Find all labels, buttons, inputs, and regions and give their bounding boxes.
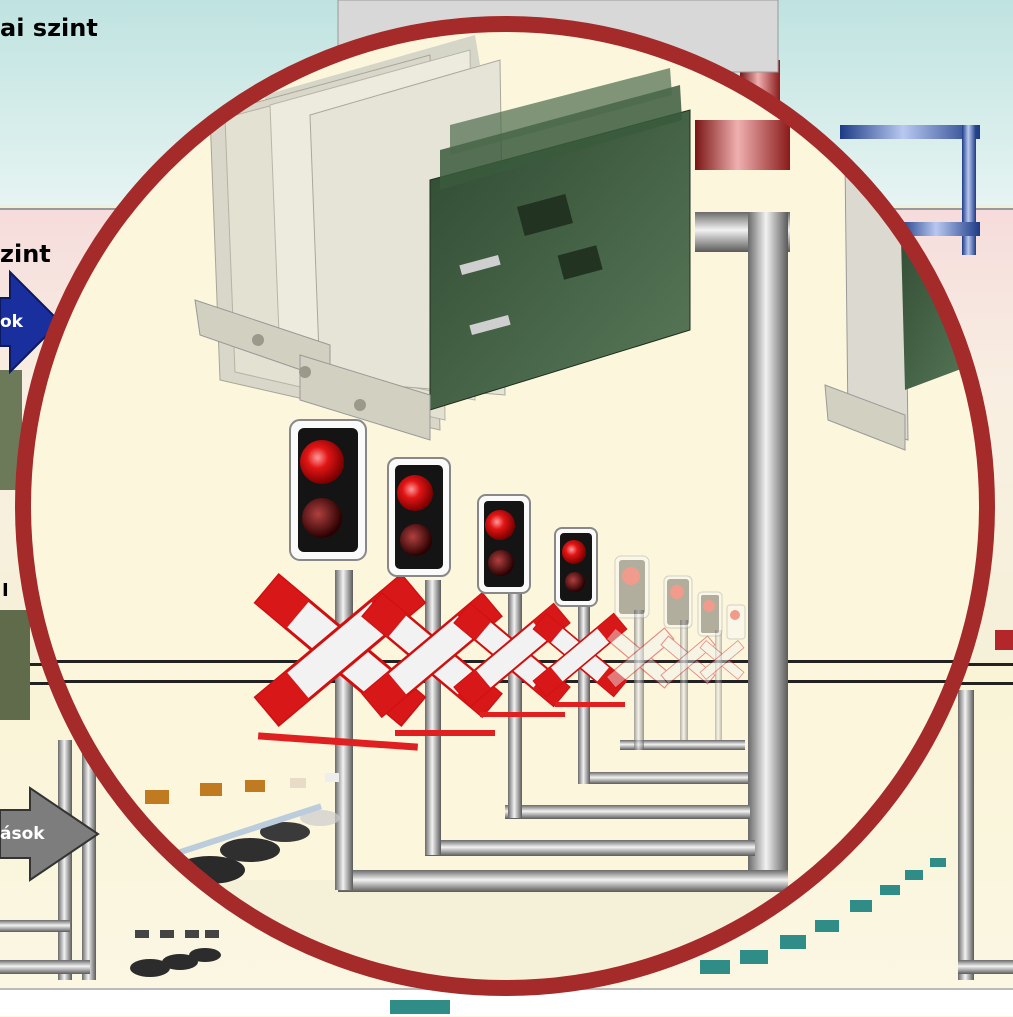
right-pipes [740, 60, 1013, 980]
blue-arrow [0, 269, 62, 375]
middle-level-label: zint [0, 240, 51, 268]
rack-card-icon [194, 35, 691, 441]
sensor-icon-row [130, 930, 221, 977]
gray-pipe-network [335, 212, 790, 892]
left-fragment-label: I [2, 580, 9, 601]
sensor-icon-cluster [145, 773, 340, 884]
left-bottom-pipes [0, 740, 96, 980]
blue-arrow-label: ok [0, 312, 23, 332]
zoom-circle-border [15, 16, 995, 996]
gray-arrow-label: ások [0, 824, 45, 844]
left-device-fragments [0, 370, 30, 720]
rail-sensor-row [700, 858, 946, 974]
crossbuck-icon [253, 573, 745, 751]
teal-base [390, 1000, 450, 1014]
red-pipe [695, 120, 790, 170]
gray-arrow [0, 786, 100, 882]
traffic-signal-icon [289, 419, 746, 640]
top-level-label: ai szint [0, 14, 98, 42]
